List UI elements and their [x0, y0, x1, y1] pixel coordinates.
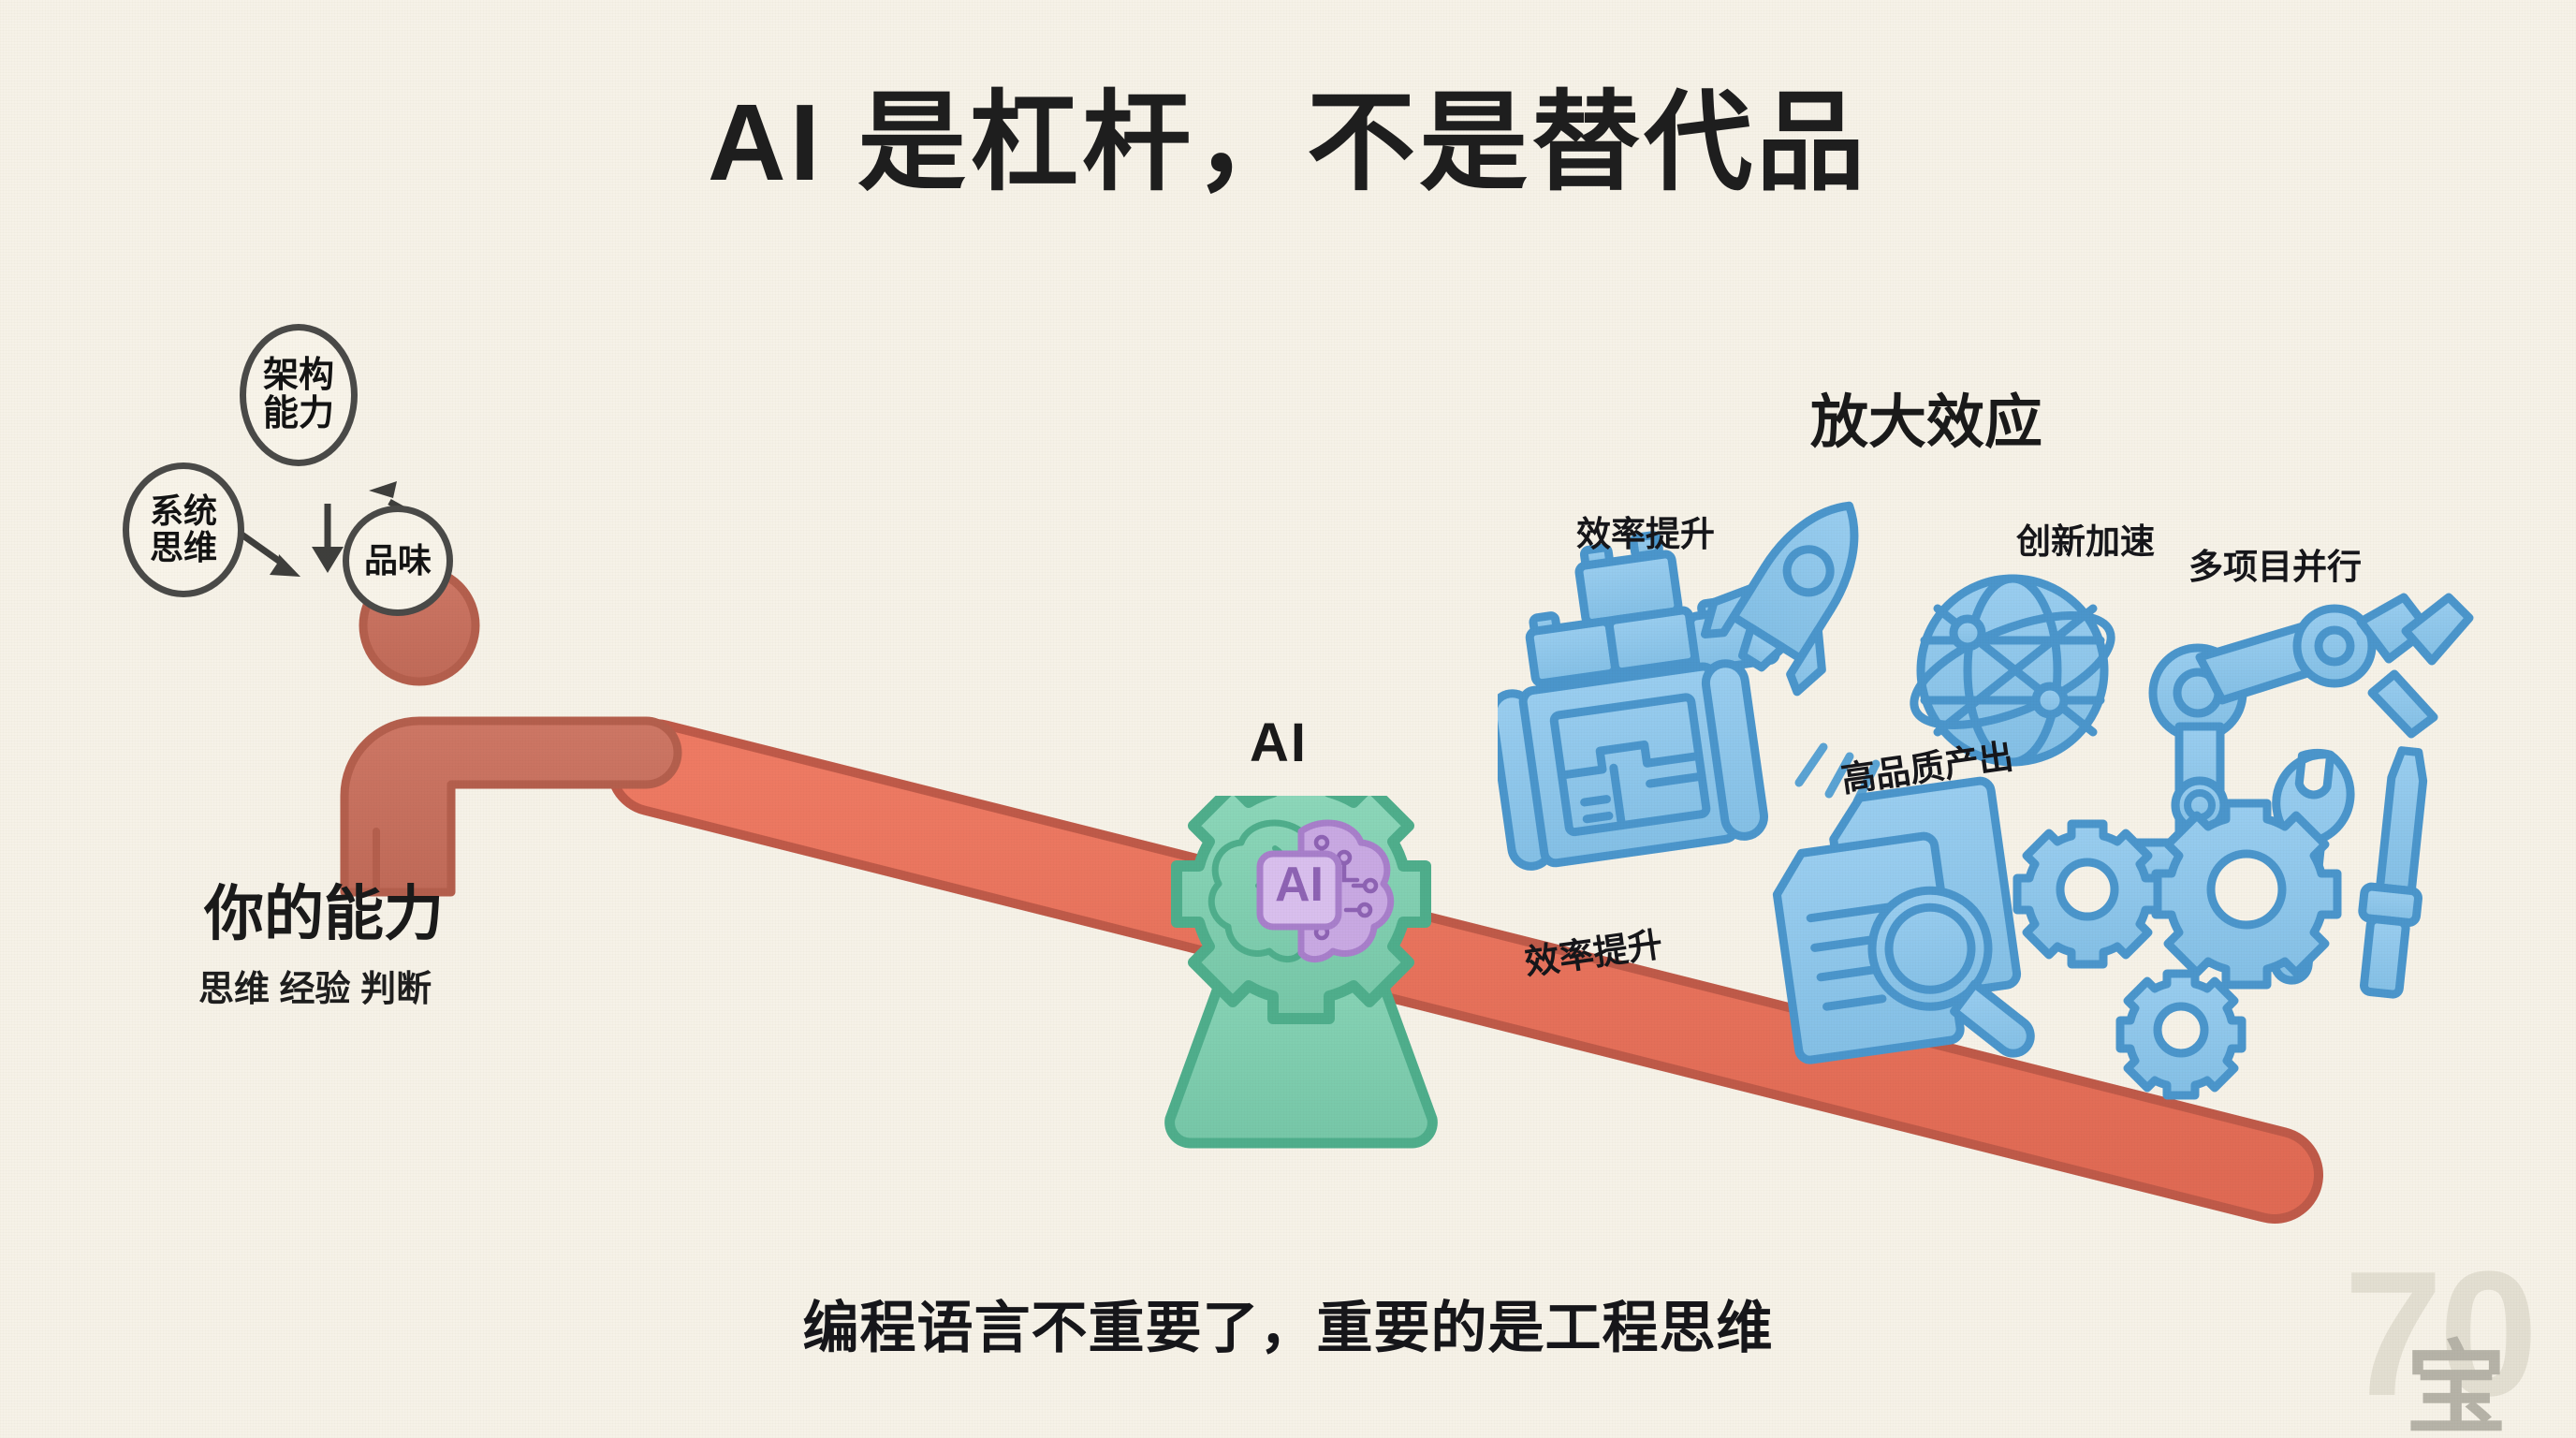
blueprint-icon — [1498, 659, 1768, 871]
amplification-heading: 放大效应 — [1810, 390, 2043, 455]
your-capability-subheading: 思维 经验 判断 — [198, 970, 432, 1009]
amplification-icons — [1498, 501, 2474, 1100]
watermark-number: 70 — [2344, 1235, 2538, 1433]
label-parallel-projects: 多项目并行 — [2188, 548, 2362, 586]
gear-small-icon — [2115, 969, 2247, 1100]
bottom-caption: 编程语言不重要了，重要的是工程思维 — [802, 1297, 1774, 1359]
person-body-arm — [340, 716, 682, 897]
bubble-systems-line2: 思维 — [149, 528, 217, 566]
globe-network-icon — [1910, 574, 2115, 767]
ai-fulcrum: AI — [1164, 796, 1438, 1149]
bubble-architecture-line2: 能力 — [262, 394, 334, 433]
screwdriver-icon — [2358, 746, 2428, 999]
bubble-architecture-line1: 架构 — [262, 355, 334, 395]
page-title: AI 是杠杆，不是替代品 — [707, 81, 1869, 203]
label-efficiency-top: 效率提升 — [1576, 515, 1715, 553]
bubble-systems-thinking[interactable]: 系统 思维 — [123, 462, 244, 597]
bubble-taste-line1: 品味 — [363, 540, 432, 580]
arrow-architecture-to-head — [312, 504, 344, 573]
gear-large-icon — [2151, 799, 2342, 990]
your-capability-heading: 你的能力 — [204, 880, 444, 947]
gear-medium-icon — [2012, 819, 2162, 969]
ai-fulcrum-label: AI — [1250, 712, 1308, 773]
ai-chip-label: AI — [1275, 858, 1324, 912]
lever-plank — [607, 719, 2323, 1224]
brain-chip-icon: AI — [1208, 819, 1395, 962]
bubble-taste[interactable]: 品味 — [343, 506, 453, 616]
bubble-systems-line1: 系统 — [149, 492, 217, 531]
bubble-architecture[interactable]: 架构 能力 — [240, 324, 358, 466]
rocket-icon — [1700, 501, 1859, 697]
document-magnifier-icon — [1772, 776, 2035, 1064]
label-innovation: 创新加速 — [2016, 522, 2155, 561]
watermark-name: 宝玉 — [2406, 1332, 2510, 1438]
